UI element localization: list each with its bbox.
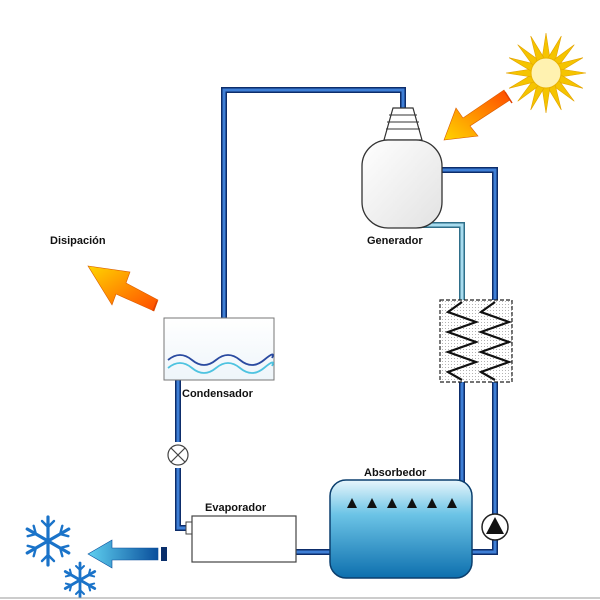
label-evaporator: Evaporador [205,502,267,514]
sun-icon [505,32,587,114]
spray-nozzles [347,498,457,508]
condenser-wave-dark [167,353,274,366]
pump-icon [481,513,509,541]
dissipation-arrow-icon [87,265,159,312]
generator-nozzle [383,107,423,141]
generator [361,107,443,229]
label-absorber: Absorbedor [364,467,427,479]
label-generator: Generador [367,235,423,247]
exchanger-coil-left [444,301,480,381]
absorber [329,479,473,579]
exchanger-coil-right [477,301,513,381]
pipe-pump-to-absorber [470,540,498,555]
cold-arrow-icon [87,539,167,569]
snowflake-icon [25,515,71,567]
condenser [163,317,275,381]
generator-vessel [361,139,443,229]
pipes [175,87,498,555]
snowflake-small-icon [63,561,97,599]
weak-solution-pipe [420,222,465,300]
pipe-generator-to-exchanger [440,167,498,300]
pipe-valve-to-evaporator [175,468,190,531]
expansion-valve-icon [167,444,189,466]
label-condenser: Condensador [182,388,254,400]
label-dissipation: Disipación [50,235,106,247]
heat-arrow-icon [443,89,513,141]
heat-exchanger [439,299,513,383]
evaporator [185,515,297,563]
condenser-wave-light [167,361,274,374]
